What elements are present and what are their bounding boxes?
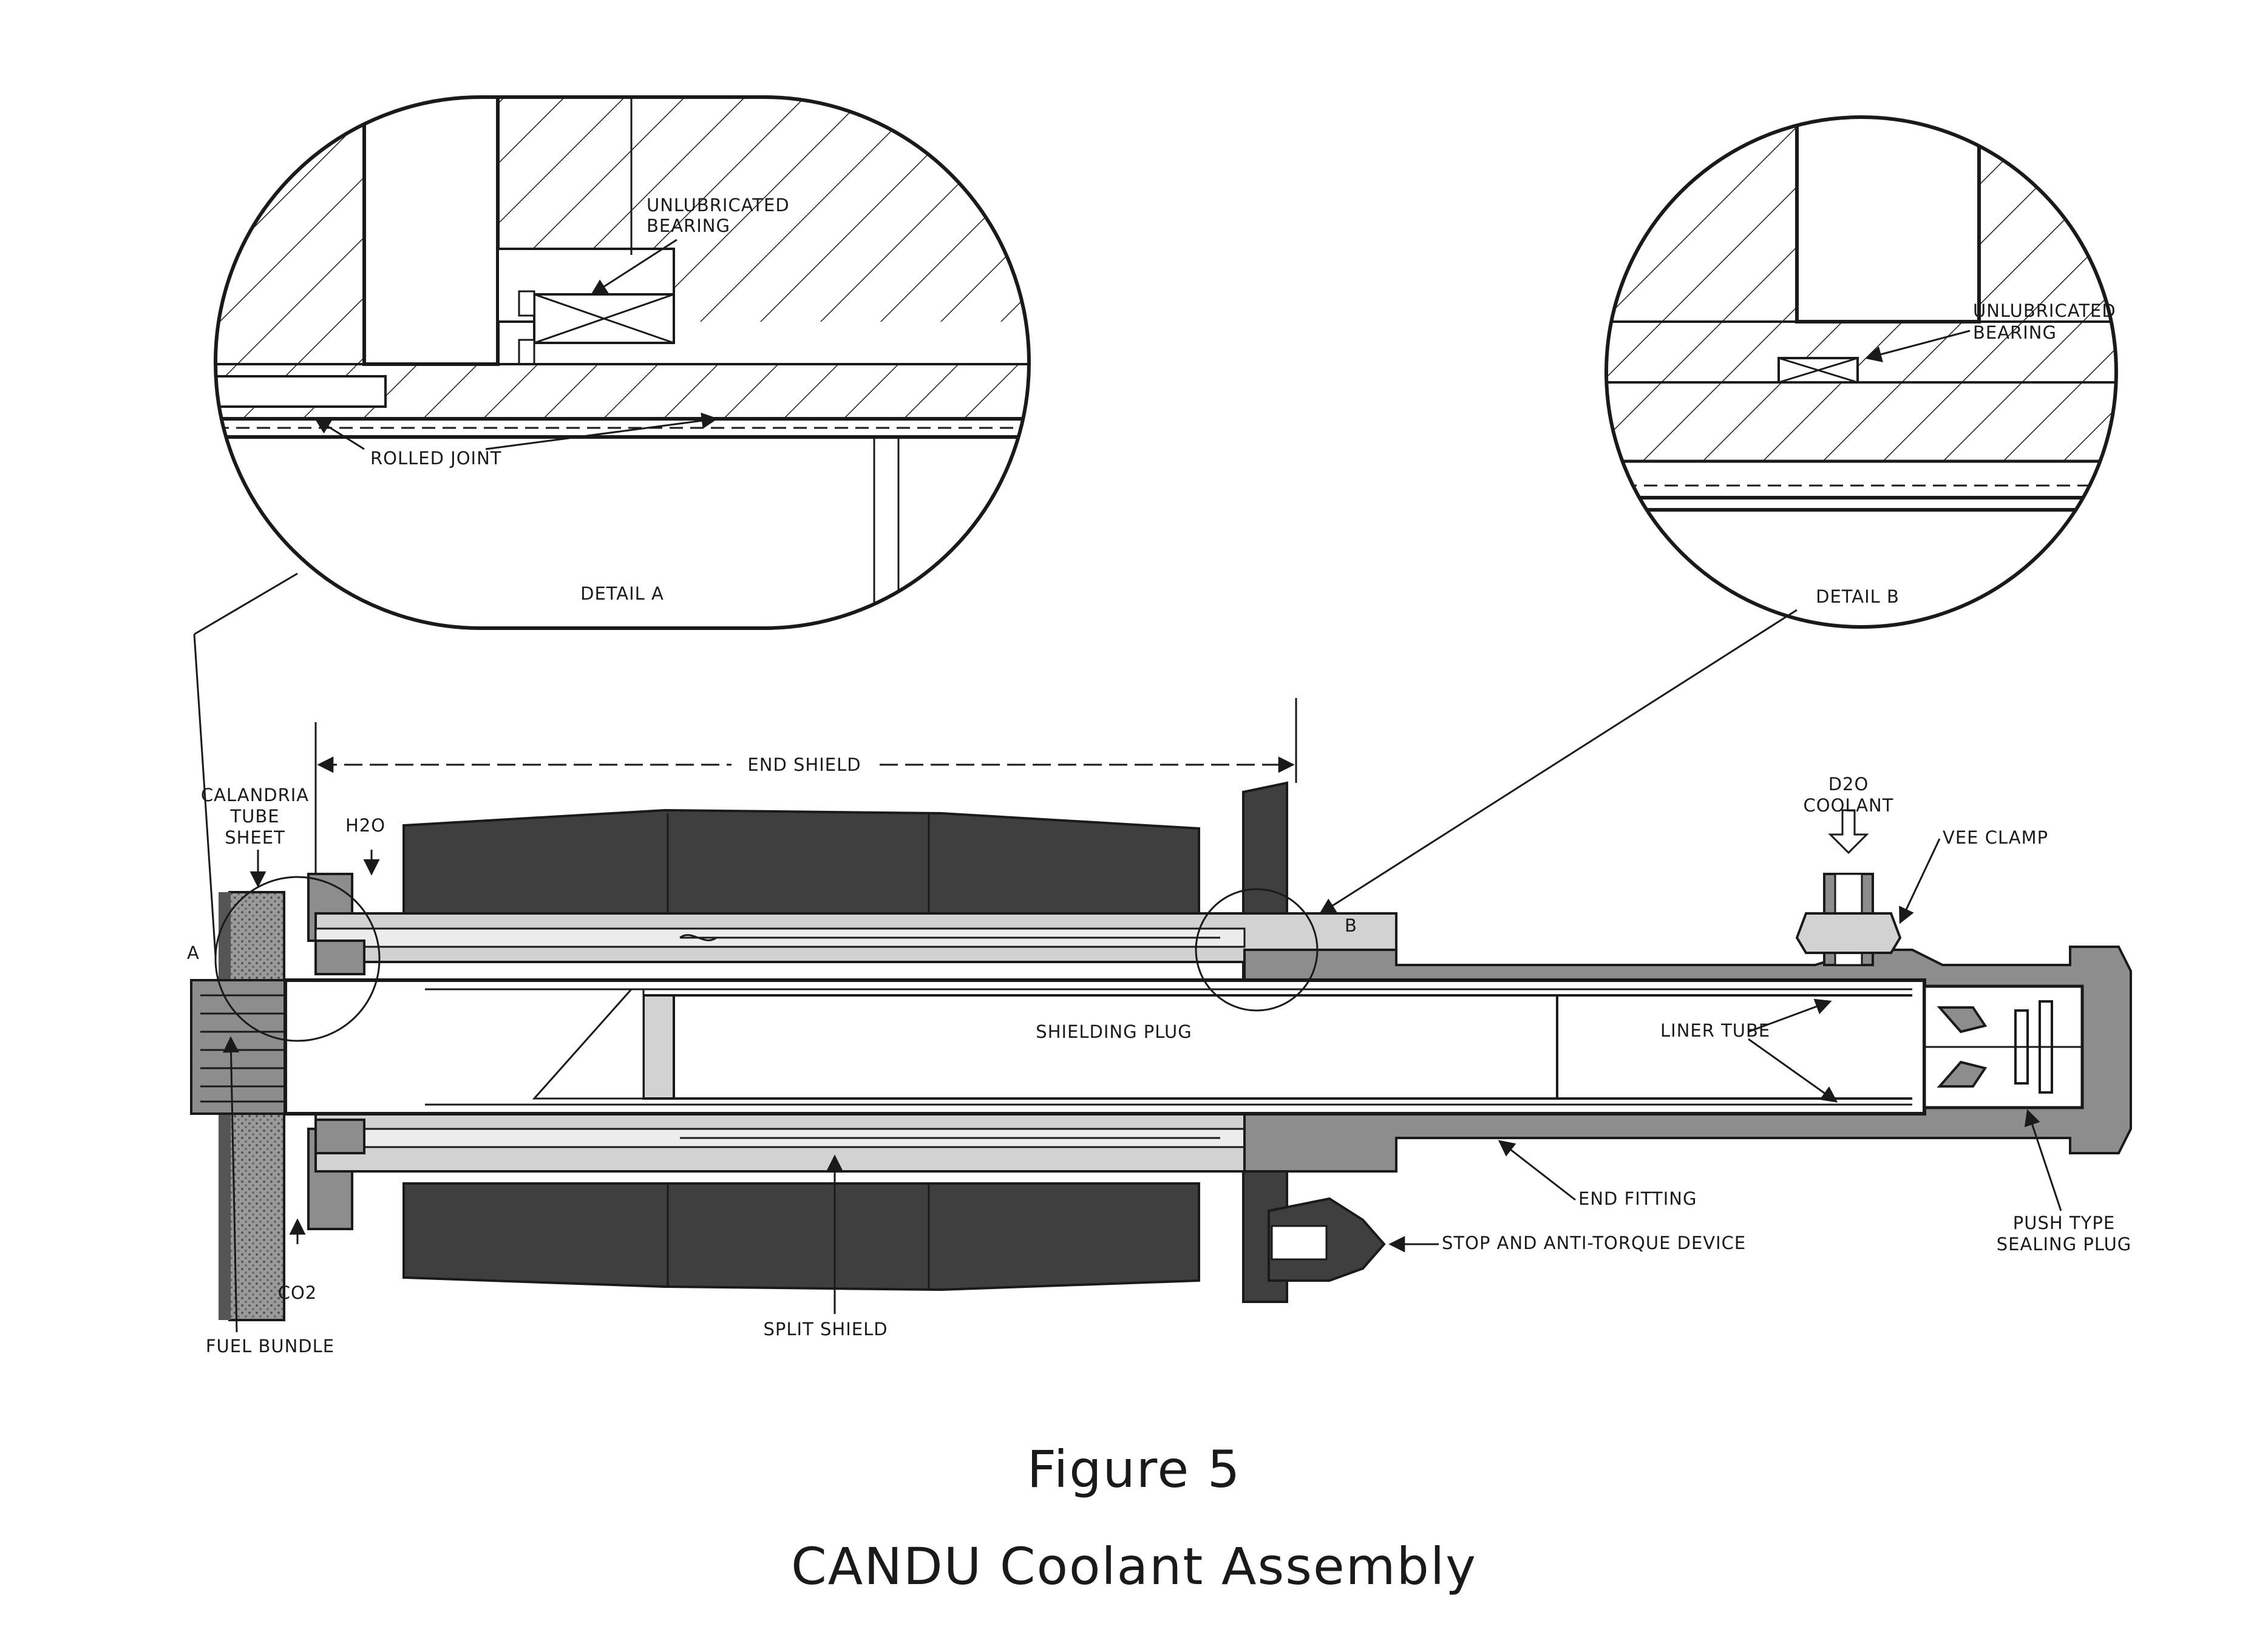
bearing-a-label-1: UNLUBRICATED [647, 195, 790, 215]
figure-title: CANDU Coolant Assembly [791, 1537, 1477, 1596]
detail-a-label: DETAIL A [580, 583, 664, 604]
co2-label: CO2 [278, 1282, 317, 1303]
main-assembly: END SHIELD [190, 698, 2132, 1321]
end-fitting-label: END FITTING [1578, 1188, 1697, 1209]
detail-b-inset: UNLUBRICATED BEARING DETAIL B [1604, 115, 2118, 629]
split-shield-label: SPLIT SHIELD [763, 1319, 888, 1339]
marker-a-label: A [187, 943, 200, 963]
shielding-plug-label: SHIELDING PLUG [1036, 1021, 1192, 1042]
calandria-label-3: SHEET [225, 827, 285, 848]
detail-b-label: DETAIL B [1816, 586, 1900, 607]
d2o-label-2: COOLANT [1804, 795, 1894, 816]
bearing-b-label-1: UNLUBRICATED [1973, 300, 2116, 321]
end-shield-upper [402, 808, 1200, 915]
calandria-label-1: CALANDRIA [201, 785, 309, 805]
shielding-plug [673, 994, 1558, 1100]
end-shield-label: END SHIELD [747, 754, 861, 775]
callout-labels: CALANDRIA TUBE SHEET H2O D2O COOLANT VEE… [187, 774, 2131, 1356]
h2o-label: H2O [345, 815, 385, 836]
detail-a-inset: UNLUBRICATED BEARING ROLLED JOINT DETAIL… [214, 95, 1031, 630]
vee-clamp-label: VEE CLAMP [1943, 827, 2048, 848]
push-plug-label-1: PUSH TYPE [2013, 1213, 2115, 1233]
bearing-b-label-2: BEARING [1973, 322, 2057, 343]
marker-b-label: B [1345, 915, 1357, 936]
bearing-a-label-2: BEARING [647, 215, 730, 236]
rolled-joint-label: ROLLED JOINT [370, 448, 502, 469]
fuel-bundle-label: FUEL BUNDLE [206, 1336, 334, 1356]
stop-device-label: STOP AND ANTI-TORQUE DEVICE [1442, 1233, 1746, 1253]
push-plug-label-2: SEALING PLUG [1997, 1234, 2132, 1254]
end-shield-lower [402, 1182, 1200, 1292]
calandria-label-2: TUBE [229, 806, 279, 827]
vee-clamp [1795, 912, 1902, 954]
figure-number: Figure 5 [1027, 1440, 1241, 1499]
d2o-label-1: D2O [1828, 774, 1869, 794]
